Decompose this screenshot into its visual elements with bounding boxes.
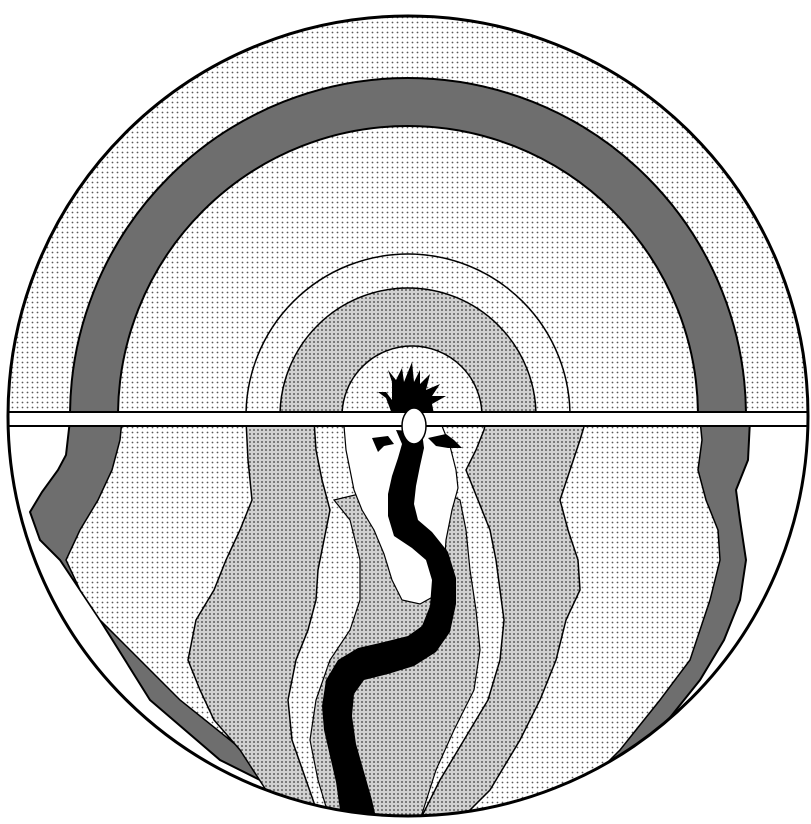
optic-disc — [402, 408, 426, 444]
lower-half — [0, 420, 811, 824]
